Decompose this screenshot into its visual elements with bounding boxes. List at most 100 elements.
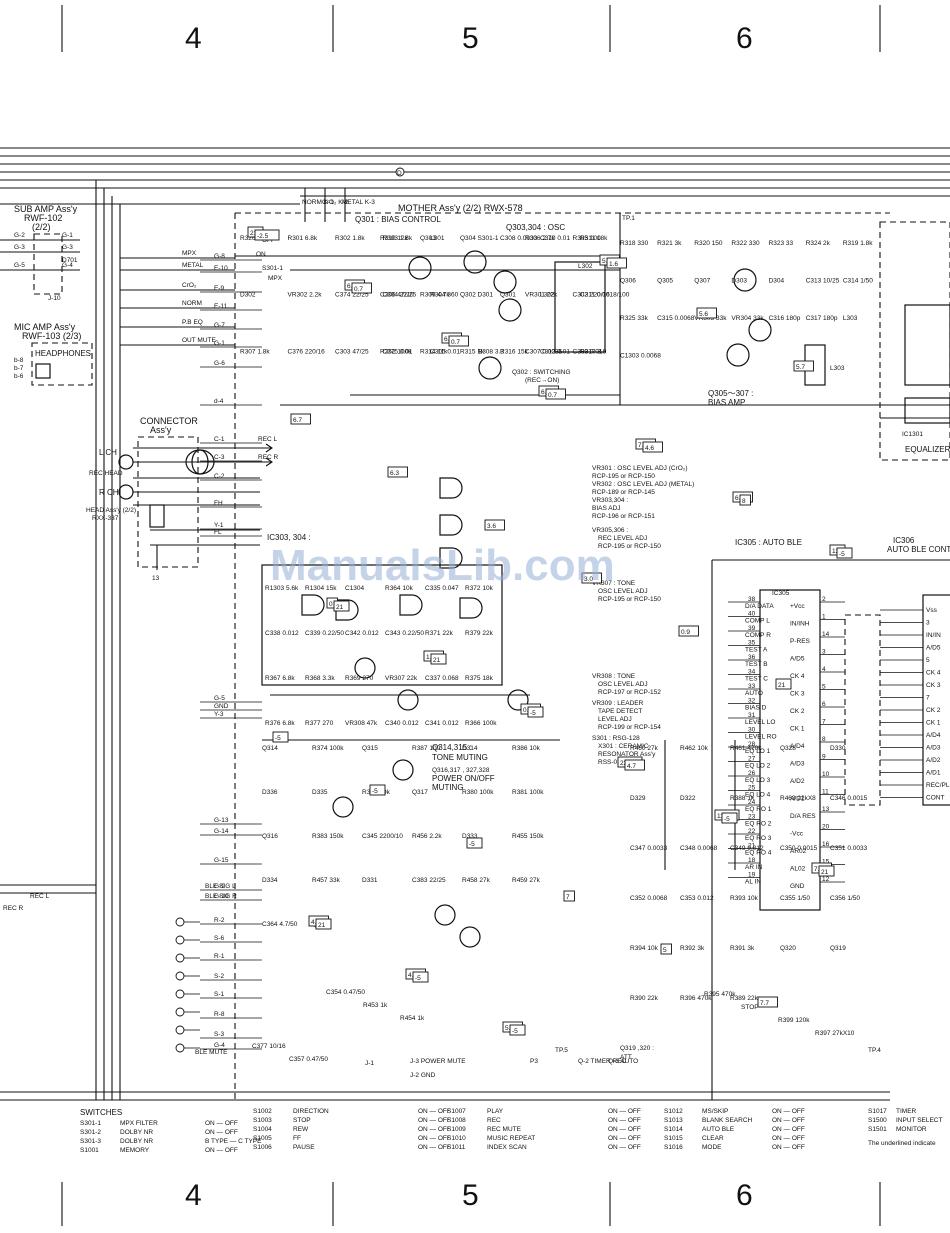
component-label: R390 22k (630, 995, 659, 1002)
component-label: R326 22k (240, 235, 269, 242)
tp-label: TP.5 (555, 1047, 568, 1054)
pin-number: 27 (748, 756, 756, 763)
bottom-tags: J-1 J-3 POWER MUTE J-2 GND P3 Q-2 TIMER … (365, 1047, 881, 1079)
vr-note: VR308 : TONE (592, 673, 636, 680)
bottom-tag: J-3 POWER MUTE (410, 1058, 466, 1065)
component-label: Q314 (262, 745, 278, 752)
switch-state: ON — OFF (772, 1126, 805, 1133)
vr-note: VR301 : OSC LEVEL ADJ (CrO₂) (592, 465, 687, 472)
component-label: R455 150k (512, 833, 544, 840)
component-label: D303 (731, 278, 747, 285)
component-label: R1303 5.6k (265, 585, 299, 592)
connector-pin: Y-1 (214, 522, 224, 529)
column-label: 5 (462, 1179, 479, 1212)
pin-number: 40 (748, 611, 756, 618)
switch-function: INPUT SELECT (896, 1117, 943, 1124)
component-label: R317 3.9 (580, 348, 607, 355)
pin-number: 1 (822, 614, 826, 621)
bottom-tag: P3 (530, 1058, 538, 1065)
ic306-pin: Vss (926, 607, 938, 614)
pin-number: 20 (822, 824, 830, 831)
pin-number: 16 (822, 841, 830, 848)
sub-amp-model: RWF-102 (24, 213, 62, 223)
ic306-pin: A/D4 (926, 732, 941, 739)
ic306-pin: CK 4 (926, 670, 941, 677)
switch-id: S1014 (664, 1126, 683, 1133)
svg-text:G-1: G-1 (62, 232, 73, 239)
voltage-tag: 21 (778, 682, 786, 689)
connector-pin: C-2 (214, 473, 225, 480)
component-label: R393 10k (730, 895, 759, 902)
component-label: C305 0.01 (430, 348, 460, 355)
pin-name: CK 2 (790, 708, 805, 715)
pin-name: AL02 (790, 866, 806, 873)
ic305: IC305 : AUTO BLE IC305 (711, 538, 950, 1100)
switch-function: TIMER (896, 1108, 917, 1115)
voltage-tag: -5 (512, 1028, 518, 1035)
vr-note: VR305,306 : (592, 527, 628, 534)
pin-name: EQ RO 4 (745, 850, 772, 857)
pin-name: TEST A (745, 647, 768, 654)
input-signal-label: P.B EQ (182, 319, 203, 326)
pin-number: 10 (822, 771, 830, 778)
component-label: C357 0.47/50 (289, 1056, 328, 1063)
component-label: R315 1k (460, 348, 485, 355)
connector-pin: GND (214, 703, 229, 710)
connector-pin: d-4 (214, 398, 224, 405)
component-label: R367 6.8k (265, 675, 295, 682)
sub-amp-assy: SUB AMP Ass'y RWF-102 (2/2) G-2 G-3 G-5 … (0, 204, 80, 302)
pin-name: EQ RO 2 (745, 821, 772, 828)
switch-state: ON — OFF (205, 1129, 238, 1136)
switch-id: S1010 (447, 1135, 466, 1142)
switch-state: ON — OFF (608, 1135, 641, 1142)
component-label: R303 1.8k (383, 235, 413, 242)
switch-id: S1501 (868, 1126, 887, 1133)
connector-pin: G-6 (214, 360, 225, 367)
pin-number: 13 (822, 806, 830, 813)
ic306-pin: REC/PL (926, 782, 950, 789)
vr-note: RCP-195 or RCP-150 (598, 543, 661, 550)
top-bus: D (0, 147, 950, 205)
vr-note: S301 : RSG-128 (592, 735, 640, 742)
switch-id: S1002 (253, 1108, 272, 1115)
svg-text:D701: D701 (62, 257, 78, 264)
component-label: C335 0.047 (425, 585, 459, 592)
ble-mute: BLE MUTE (195, 1049, 228, 1056)
connector-pin: G-5 (214, 695, 225, 702)
switch-id: S1005 (253, 1135, 272, 1142)
component-label: R325 33k (620, 315, 649, 322)
muting-q: Q314,315 : (432, 743, 472, 752)
component-label: C354 0.47/50 (326, 989, 365, 996)
pin-number: 36 (748, 654, 756, 661)
pin-name: LEVEL RO (745, 734, 777, 741)
switch-id: S1009 (447, 1126, 466, 1133)
switch-state: ON — OFF (608, 1108, 641, 1115)
switch-function: PAUSE (293, 1144, 315, 1151)
switch-id: S1012 (664, 1108, 683, 1115)
svg-text:G-4: G-4 (62, 262, 73, 269)
switch-state: ON — OFF (608, 1144, 641, 1151)
voltage-tag: 6.7 (293, 417, 302, 424)
pin-number: 35 (748, 640, 756, 647)
component-label: D322 (680, 795, 696, 802)
voltage-tag: 12 (832, 548, 840, 555)
power-label-2: MUTING (432, 783, 464, 792)
voltage-tag: -5 (724, 816, 730, 823)
connector-pin: R-8 (214, 1011, 225, 1018)
vr-note: RCP-197 or RCP-152 (598, 689, 661, 696)
vr-note: X301 : CERAMIC (598, 743, 649, 750)
connector-pin: C-1 (214, 436, 225, 443)
switch-function: DOLBY NR (120, 1129, 153, 1136)
att-q: Q319 ,320 : (620, 1045, 654, 1052)
column-markers-bottom: 4 5 6 (61, 1179, 881, 1226)
switch-id: S301-2 (80, 1129, 101, 1136)
connector-pin: Y-3 (214, 711, 224, 718)
component-label: Q328 (780, 745, 796, 752)
pin-number: 9 (822, 754, 826, 761)
pin-number: 38 (748, 596, 756, 603)
component-label: R380 100k (462, 789, 494, 796)
component-label: Q315 (362, 745, 378, 752)
component-label: R321 3k (657, 240, 682, 247)
pin-name: EQ LO 1 (745, 748, 771, 755)
power-q: Q316,317 , 327,328 (432, 767, 490, 774)
